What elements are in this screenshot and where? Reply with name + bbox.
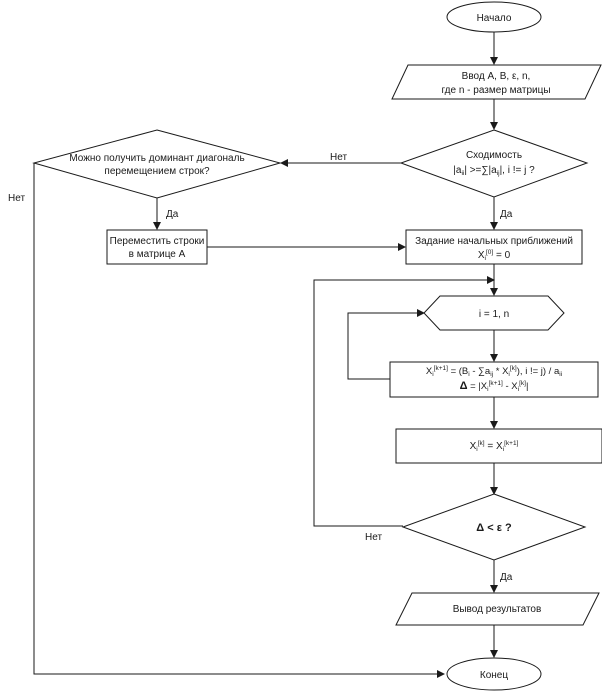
node-convergence: Сходимость |aii| >=∑|aij|, i != j ? [399,129,589,198]
edge-labels: Нет Да Да Нет Нет Да [8,152,513,583]
convergence-title: Сходимость [466,150,522,161]
loop-label: i = 1, n [479,309,509,320]
node-input: Ввод A, B, ε, n, где n - размер матрицы [391,64,602,100]
label-conv-no: Нет [330,152,347,163]
input-line2: где n - размер матрицы [441,85,550,96]
start-label: Начало [477,13,512,24]
label-check-yes: Да [500,572,513,583]
node-swap-rows: Переместить строки в матрице A [106,229,208,265]
swap-line2: в матрице A [129,249,186,260]
node-end: Конец [446,657,542,691]
initial-formula: Xi[0] = 0 [478,249,511,262]
node-start: Начало [446,1,542,33]
label-check-no: Нет [365,532,382,543]
node-assign: Xi[k] = Xi[k+1] [395,428,602,464]
label-dominant-no: Нет [8,193,25,204]
initial-line1: Задание начальных приближений [415,235,573,247]
compute-formula: Xi[k+1] = (Bi - ∑aij * Xi[k]), i != j) /… [426,365,562,378]
node-dominant: Можно получить доминант диагональ переме… [32,129,282,199]
node-check: Δ < ε ? [401,493,587,561]
swap-line1: Переместить строки [110,236,205,247]
node-initial: Задание начальных приближений Xi[0] = 0 [405,229,583,265]
edge-compute-loop-back [347,309,425,380]
label-dominant-yes: Да [166,209,179,220]
node-compute: Xi[k+1] = (Bi - ∑aij * Xi[k]), i != j) /… [389,361,599,398]
node-loop: i = 1, n [423,295,565,331]
compute-delta: Δ = |Xi[k+1] - Xi[k]| [460,380,529,393]
convergence-condition: |aii| >=∑|aij|, i != j ? [453,165,535,177]
output-label: Вывод результатов [453,604,542,615]
assign-formula: Xi[k] = Xi[k+1] [470,440,519,453]
edge-check-no-back [313,276,495,527]
edge-dominant-end [33,163,445,678]
dominant-line2: перемещением строк? [104,166,210,177]
edges [33,32,498,678]
dominant-line1: Можно получить доминант диагональ [69,153,244,164]
end-label: Конец [480,670,508,681]
label-conv-yes: Да [500,209,513,220]
node-output: Вывод результатов [395,592,600,626]
check-label: Δ < ε ? [476,522,512,534]
input-line1: Ввод A, B, ε, n, [462,71,531,82]
